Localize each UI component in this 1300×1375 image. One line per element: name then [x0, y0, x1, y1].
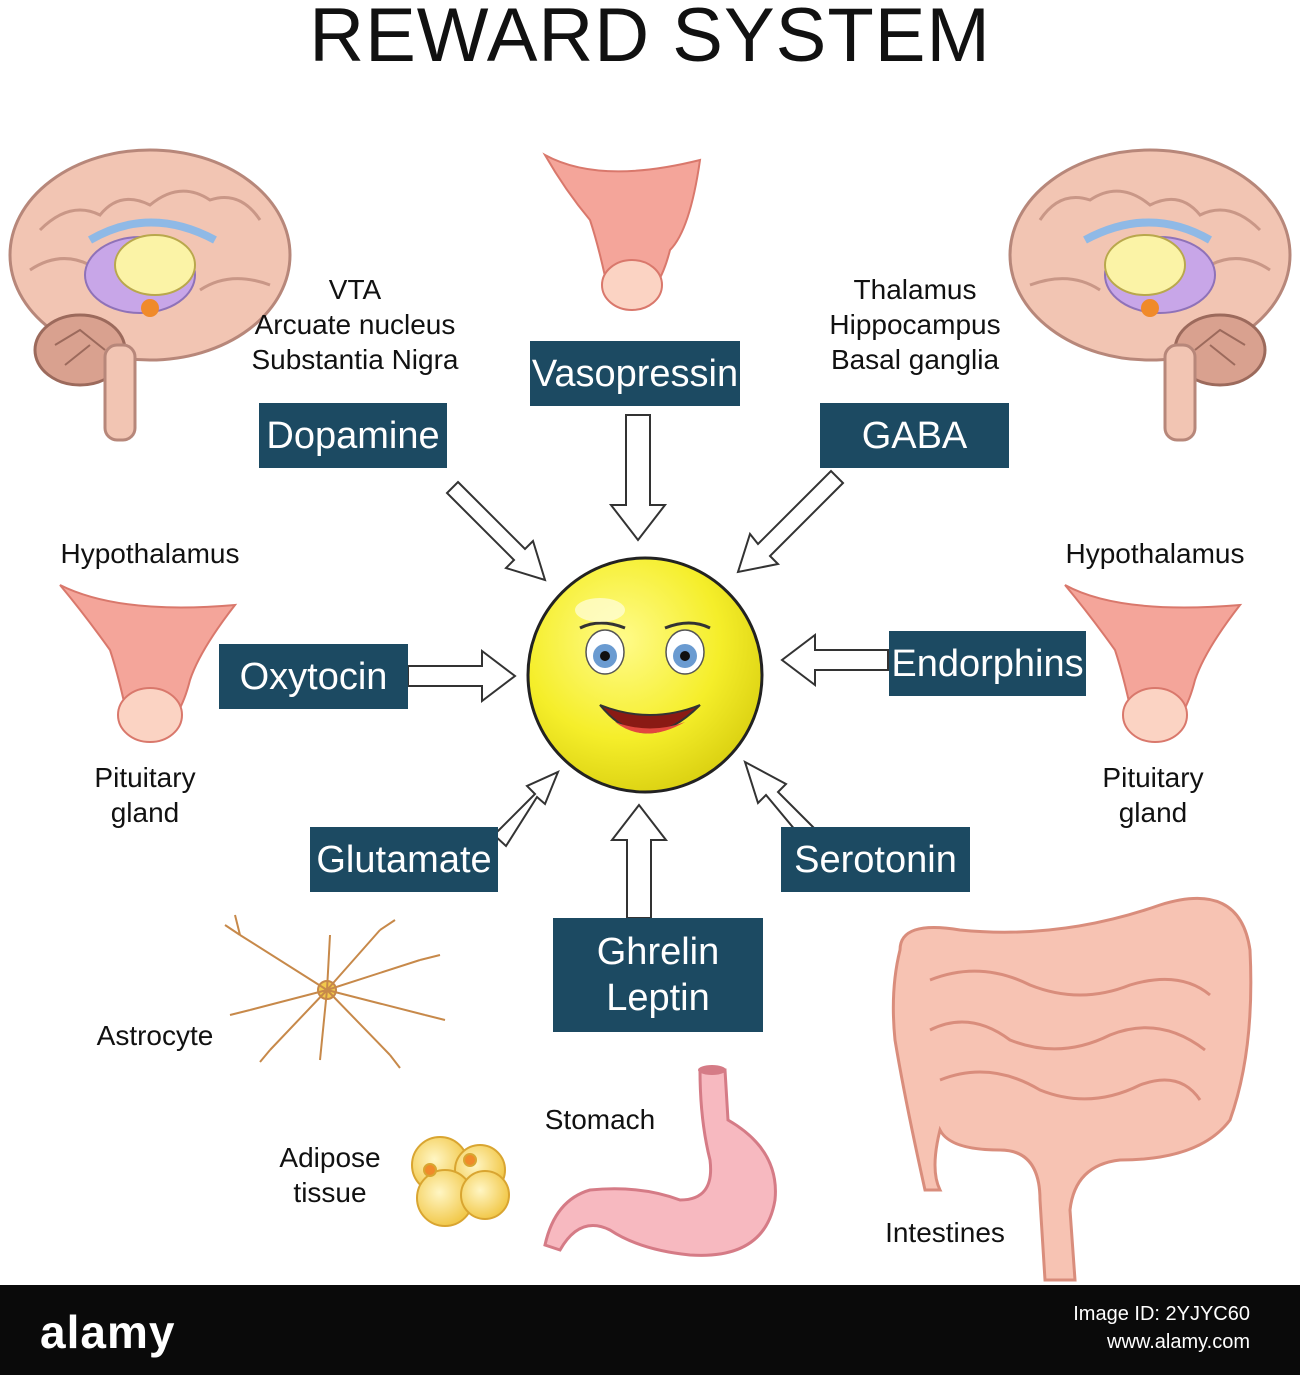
intestines-label: Intestines [885, 1217, 1005, 1248]
smiley-face-icon [526, 556, 764, 794]
arrow-ghrelin [609, 803, 669, 919]
pituitary-left-label: Pituitary gland [94, 762, 196, 828]
page-title: REWARD SYSTEM [309, 0, 991, 78]
gaba-box: GABA [820, 403, 1009, 468]
glutamate-box: Glutamate [310, 827, 498, 892]
brain-right-illustration [1008, 148, 1292, 442]
hypothalamus-right-label: Hypothalamus [1065, 538, 1245, 569]
endorphins-box: Endorphins [889, 631, 1086, 696]
image-id-text: Image ID: 2YJYC60 www.alamy.com [1073, 1303, 1250, 1353]
stomach-illustration [543, 1065, 777, 1257]
arrow-endorphins [780, 632, 889, 688]
dopamine-sources-label: VTA Arcuate nucleus Substantia Nigra [251, 274, 459, 375]
footer-bar [0, 1285, 1300, 1375]
gaba-sources-label: Thalamus Hippocampus Basal ganglia [829, 274, 1001, 375]
serotonin-box: Serotonin [781, 827, 970, 892]
arrow-gaba [736, 469, 845, 574]
dopamine-box: Dopamine [259, 403, 447, 468]
hypothalamus-left-illustration [59, 584, 238, 743]
hypothalamus-right-illustration [1064, 584, 1243, 743]
astrocyte-label: Astrocyte [96, 1020, 214, 1051]
vasopressin-box: Vasopressin [530, 341, 740, 406]
brand-logo: alamy [40, 1306, 176, 1358]
brain-left-illustration [8, 148, 292, 442]
ghrelin-leptin-box: Ghrelin Leptin [553, 918, 763, 1032]
intestines-illustration [891, 896, 1253, 1282]
adipose-label: Adipose tissue [279, 1142, 381, 1208]
arrow-glutamate [492, 770, 560, 848]
arrow-dopamine [445, 480, 547, 582]
oxytocin-box: Oxytocin [219, 644, 408, 709]
arrows [407, 414, 889, 919]
astrocyte-illustration [224, 914, 446, 1069]
hypothalamus-left-label: Hypothalamus [60, 538, 240, 569]
hypothalamus-top-illustration [542, 152, 702, 311]
adipose-tissue-illustration [411, 1136, 510, 1227]
pituitary-right-label: Pituitary gland [1102, 762, 1204, 828]
arrow-vasopressin [608, 414, 668, 542]
diagram-canvas [8, 148, 1292, 1282]
arrow-oxytocin [407, 648, 517, 704]
stomach-label: Stomach [544, 1104, 656, 1135]
